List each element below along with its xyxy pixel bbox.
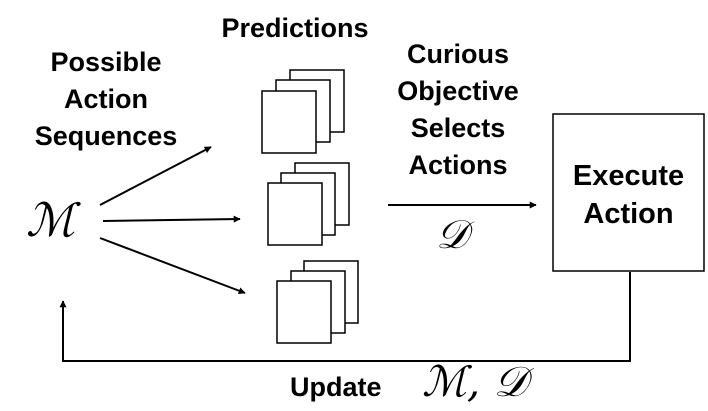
model-symbol: ℳ bbox=[26, 193, 76, 247]
label-line: Sequences bbox=[34, 121, 178, 151]
update-label: Update bbox=[290, 372, 382, 402]
label-line: Action bbox=[64, 84, 148, 114]
arrow-to-prediction-top bbox=[99, 146, 212, 206]
label-line: Objective bbox=[397, 76, 519, 106]
prediction-stack-top bbox=[261, 69, 345, 154]
arrow-to-prediction-middle bbox=[102, 215, 241, 223]
predictions-label: Predictions bbox=[221, 13, 369, 43]
label-line: Actions bbox=[408, 150, 508, 180]
label-line: Selects bbox=[410, 113, 506, 143]
execute-action-box bbox=[552, 113, 705, 272]
label-line: Execute bbox=[572, 160, 685, 192]
curious-objective-label: Curious Objective Selects Actions bbox=[368, 36, 548, 184]
feedback-loop-arrow bbox=[59, 272, 631, 362]
label-line: Curious bbox=[406, 39, 509, 69]
label-line: Action bbox=[583, 198, 674, 230]
data-symbol: 𝒟 bbox=[436, 212, 468, 258]
prediction-stack-middle bbox=[267, 162, 350, 246]
label-line: Possible bbox=[50, 47, 162, 77]
possible-action-sequences-label: Possible Action Sequences bbox=[10, 44, 202, 155]
update-variables-symbol: ℳ, 𝒟 bbox=[422, 357, 528, 406]
execute-action-label: Execute Action bbox=[553, 157, 704, 233]
prediction-stack-bottom bbox=[276, 260, 359, 344]
arrow-to-prediction-bottom bbox=[99, 237, 246, 295]
